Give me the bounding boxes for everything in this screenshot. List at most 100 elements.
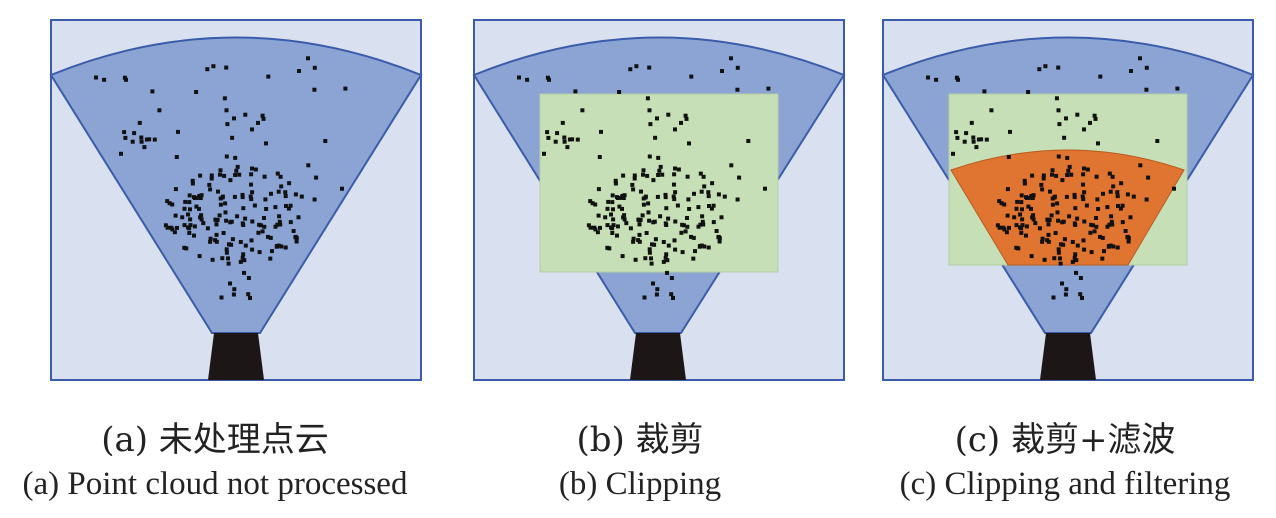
point — [284, 204, 288, 208]
point — [1056, 250, 1061, 255]
point — [735, 87, 740, 92]
point — [250, 219, 255, 224]
point-cloud — [926, 56, 1180, 300]
point — [622, 213, 627, 218]
point — [264, 207, 269, 211]
point — [671, 296, 675, 300]
point — [701, 222, 706, 227]
point — [209, 176, 214, 181]
point — [248, 194, 253, 199]
point — [643, 194, 648, 199]
point — [719, 215, 724, 220]
point — [1056, 108, 1061, 113]
point — [243, 243, 248, 248]
point — [1082, 166, 1086, 171]
point — [560, 120, 565, 125]
point — [632, 176, 637, 181]
point — [641, 168, 646, 173]
diagram-clipping-filtering — [881, 19, 1255, 381]
point — [1081, 172, 1086, 177]
point — [586, 223, 591, 228]
point — [651, 220, 656, 225]
point — [1051, 295, 1056, 300]
point — [256, 120, 260, 125]
point — [199, 213, 204, 218]
point — [1015, 199, 1020, 204]
point — [684, 116, 689, 121]
point — [655, 287, 660, 292]
point — [1037, 67, 1042, 72]
point — [224, 247, 229, 252]
point — [628, 226, 633, 231]
point — [249, 238, 254, 243]
point — [250, 166, 254, 171]
point — [1093, 116, 1098, 121]
point — [1109, 214, 1114, 219]
point — [1020, 217, 1025, 222]
point — [1094, 224, 1099, 229]
point — [197, 206, 201, 211]
point — [1078, 292, 1083, 297]
point — [607, 246, 612, 251]
point — [1138, 56, 1142, 61]
point — [722, 194, 727, 199]
point — [622, 193, 627, 198]
point — [610, 231, 615, 235]
point — [224, 218, 229, 223]
point — [243, 112, 248, 117]
point — [1172, 186, 1176, 191]
point — [1049, 213, 1054, 218]
point — [228, 281, 232, 286]
point — [246, 292, 251, 297]
point — [711, 220, 716, 225]
point — [1138, 163, 1143, 168]
point — [224, 65, 229, 70]
point — [235, 164, 240, 169]
point — [234, 168, 239, 173]
point — [611, 223, 616, 228]
point — [170, 227, 175, 232]
point — [655, 116, 659, 121]
point — [1053, 231, 1058, 235]
point — [150, 89, 155, 94]
point — [293, 192, 298, 197]
point — [1070, 240, 1075, 244]
point — [680, 222, 685, 227]
point — [1095, 197, 1100, 202]
point — [1080, 296, 1084, 300]
point — [729, 163, 734, 168]
point — [661, 240, 666, 244]
point — [702, 184, 707, 189]
point — [1056, 65, 1061, 70]
point — [698, 171, 703, 176]
point — [1074, 258, 1079, 263]
point — [172, 230, 177, 235]
point — [640, 213, 645, 218]
point — [597, 155, 602, 159]
point — [643, 256, 648, 261]
point — [737, 175, 742, 180]
point — [672, 182, 676, 187]
point — [646, 201, 651, 206]
point — [190, 181, 195, 186]
point — [283, 190, 288, 195]
point — [1048, 189, 1052, 194]
point — [1002, 227, 1007, 232]
point — [214, 222, 219, 227]
point — [617, 90, 622, 94]
point — [645, 173, 650, 178]
point — [182, 223, 187, 228]
point — [165, 199, 170, 204]
point — [218, 172, 222, 177]
point — [649, 256, 653, 261]
point — [201, 221, 206, 226]
point — [220, 194, 225, 199]
point — [340, 186, 344, 191]
point — [323, 139, 328, 143]
point — [1054, 173, 1059, 178]
point — [613, 181, 618, 186]
point — [593, 227, 598, 232]
point — [1002, 202, 1007, 207]
point — [237, 172, 242, 177]
point — [565, 145, 570, 150]
